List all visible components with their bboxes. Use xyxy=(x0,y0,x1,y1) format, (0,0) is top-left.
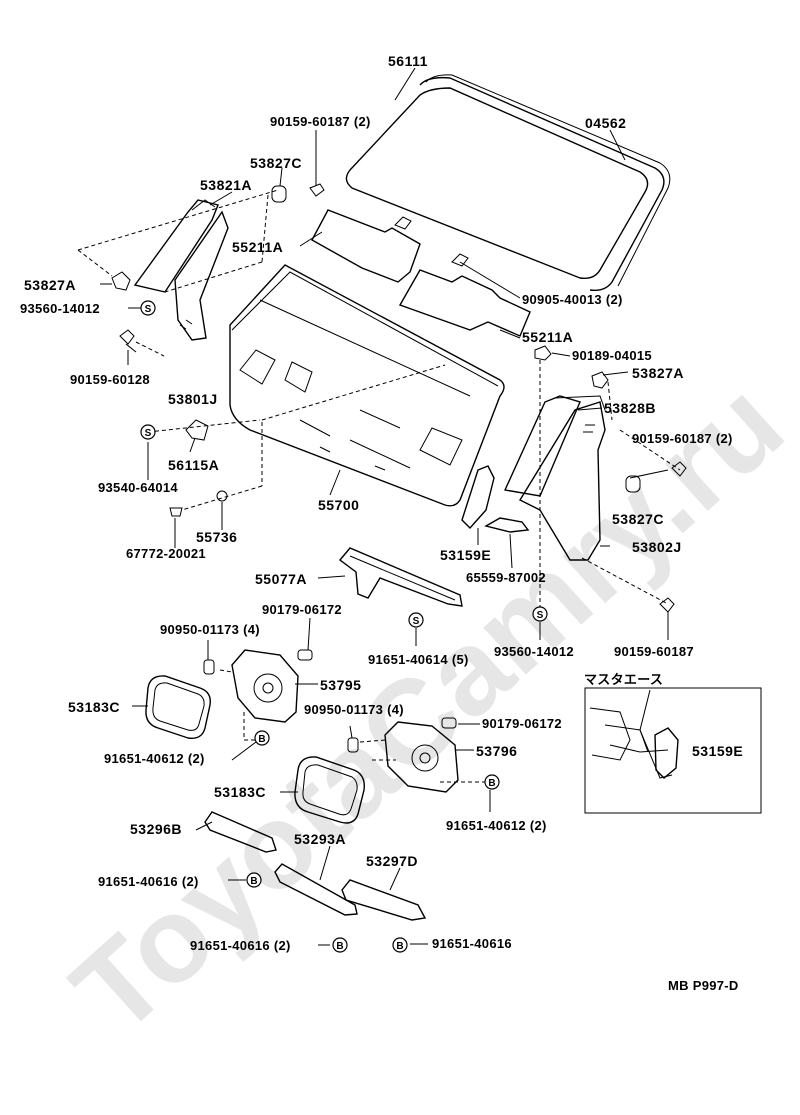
label-90159-60187: 90159-60187 xyxy=(614,644,694,659)
b-marker: B xyxy=(488,778,495,789)
label-90950-01173-4a: 90950-01173 (4) xyxy=(160,622,260,637)
label-53296b: 53296B xyxy=(130,821,182,837)
label-91651-40612-2a: 91651-40612 (2) xyxy=(104,751,205,766)
label-53828b: 53828B xyxy=(604,400,656,416)
label-65559-87002: 65559-87002 xyxy=(466,570,546,585)
left-pillar-brace xyxy=(133,199,229,341)
label-90159-60128: 90159-60128 xyxy=(70,372,150,387)
label-53183c-a: 53183C xyxy=(68,699,120,715)
front-panel xyxy=(229,264,505,507)
diagram-code: MB P997-D xyxy=(668,978,739,993)
dam-lower xyxy=(398,269,531,337)
label-90905-40013: 90905-40013 (2) xyxy=(522,292,623,307)
speaker-bracket-53795 xyxy=(231,649,299,723)
watermark: ToyotaCamry.ru xyxy=(48,356,800,1059)
label-90179-06172-a: 90179-06172 xyxy=(262,602,342,617)
label-53795: 53795 xyxy=(320,677,361,693)
weatherstrip xyxy=(419,74,671,292)
seal-53183c-lower xyxy=(294,756,365,824)
s-marker: S xyxy=(145,304,152,315)
label-53796: 53796 xyxy=(476,743,517,759)
b-marker: B xyxy=(250,876,257,887)
label-56111: 56111 xyxy=(388,53,428,69)
s-marker: S xyxy=(413,616,420,627)
label-53827c-right: 53827C xyxy=(612,511,664,527)
label-53802j: 53802J xyxy=(632,539,682,555)
speaker-bracket-53796 xyxy=(384,721,459,793)
label-55211a-right: 55211A xyxy=(522,329,573,345)
label-90950-01173-4b: 90950-01173 (4) xyxy=(304,702,404,717)
label-90159-60187-2b: 90159-60187 (2) xyxy=(632,431,733,446)
inset-box: マスタエース xyxy=(584,672,762,814)
bracket-55077a xyxy=(338,547,463,607)
label-91651-40616-2b: 91651-40616 (2) xyxy=(190,938,291,953)
clip-65559 xyxy=(484,517,530,533)
label-53827a-left: 53827A xyxy=(24,277,76,293)
label-53827c-top: 53827C xyxy=(250,155,302,171)
label-67772-20021: 67772-20021 xyxy=(126,546,206,561)
b-markers: B B B B B xyxy=(246,730,500,953)
label-53821a: 53821A xyxy=(200,177,252,193)
label-90189-04015: 90189-04015 xyxy=(572,348,652,363)
label-56115a: 56115A xyxy=(168,457,219,473)
label-53159e: 53159E xyxy=(440,547,491,563)
label-53183c-b: 53183C xyxy=(214,784,266,800)
label-93560-14012-left: 93560-14012 xyxy=(20,301,100,316)
label-53801j: 53801J xyxy=(168,391,218,407)
s-marker: S xyxy=(537,610,544,621)
label-91651-40612-2b: 91651-40612 (2) xyxy=(446,818,547,833)
b-marker: B xyxy=(258,734,265,745)
label-53293a: 53293A xyxy=(294,831,346,847)
support-53297d xyxy=(341,879,427,921)
windshield-glass xyxy=(345,87,649,280)
fasteners xyxy=(111,183,687,753)
label-55077a: 55077A xyxy=(255,571,307,587)
bracket-53159e xyxy=(461,465,495,530)
label-53827a-right: 53827A xyxy=(632,365,684,381)
label-55211a-top: 55211A xyxy=(232,239,283,255)
inset-title: マスタエース xyxy=(584,672,663,687)
s-marker: S xyxy=(145,428,152,439)
label-91651-40614: 91651-40614 (5) xyxy=(368,652,469,667)
support-53293a xyxy=(274,863,358,916)
s-markers: S S S S xyxy=(140,300,548,628)
b-marker: B xyxy=(336,941,343,952)
support-53296b xyxy=(204,811,277,853)
dam-upper xyxy=(311,209,421,283)
label-55736: 55736 xyxy=(196,529,237,545)
label-53297d: 53297D xyxy=(366,853,418,869)
label-55700: 55700 xyxy=(318,497,359,513)
label-91651-40616: 91651-40616 xyxy=(432,936,512,951)
seal-53183c-upper xyxy=(145,675,211,739)
label-04562: 04562 xyxy=(585,115,626,131)
leader-lines xyxy=(77,67,681,946)
label-90179-06172-b: 90179-06172 xyxy=(482,716,562,731)
label-93560-14012-right: 93560-14012 xyxy=(494,644,574,659)
right-pillar-brace xyxy=(503,395,606,561)
label-91651-40616-2a: 91651-40616 (2) xyxy=(98,874,199,889)
part-labels: 56111 04562 90159-60187 (2) 53827C 53821… xyxy=(20,53,743,993)
label-90159-60187-2: 90159-60187 (2) xyxy=(270,114,371,129)
label-93540-64014: 93540-64014 xyxy=(98,480,178,495)
b-marker: B xyxy=(396,941,403,952)
label-53159e-inset: 53159E xyxy=(692,743,743,759)
